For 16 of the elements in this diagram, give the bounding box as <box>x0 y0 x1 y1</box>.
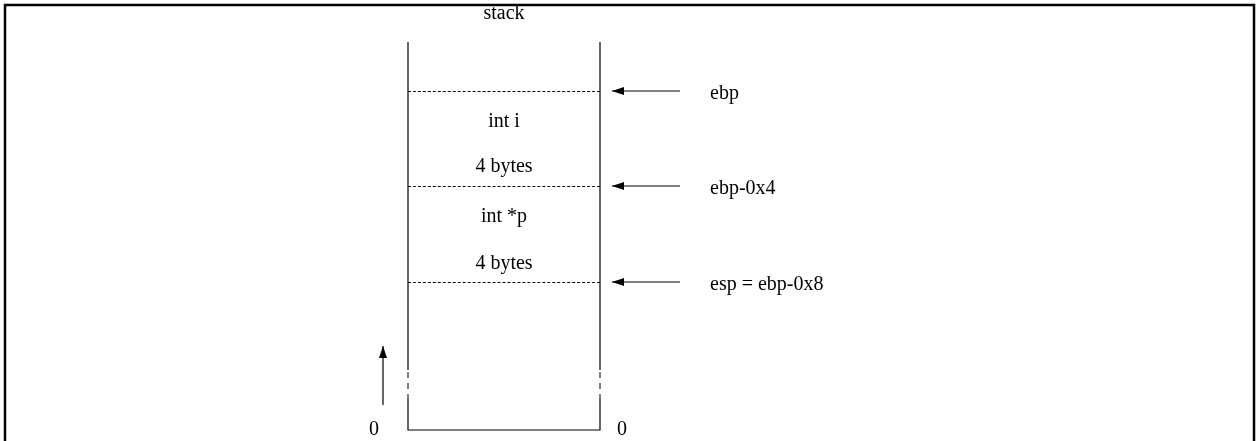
slot-label: int *p <box>480 204 528 226</box>
address-label: 0 <box>369 417 379 439</box>
pointer-arrow <box>611 87 681 95</box>
pointer-label: ebp <box>710 81 739 104</box>
dashed-divider-line <box>408 91 600 92</box>
slot-size-label: 4 bytes <box>475 251 533 273</box>
pointer-arrow <box>611 182 681 190</box>
pointer-label: esp = ebp-0x8 <box>710 272 824 295</box>
stack-title: stack <box>483 1 525 23</box>
dashed-divider-line <box>408 282 600 283</box>
dashed-divider-line <box>408 186 600 187</box>
address-label: 0 <box>617 417 627 439</box>
slot-label: int i <box>488 109 520 131</box>
pointer-arrow <box>611 278 681 286</box>
pointer-label: ebp-0x4 <box>710 176 776 199</box>
slot-size-label: 4 bytes <box>475 154 533 176</box>
